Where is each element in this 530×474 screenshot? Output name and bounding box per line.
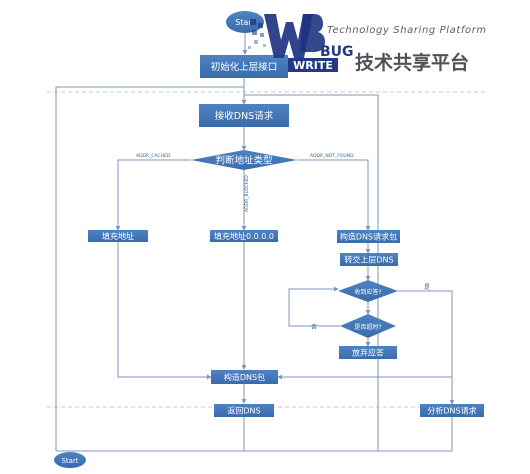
decision-judge-address: 判断地址类型	[191, 150, 297, 170]
edge-judge-cached	[115, 159, 191, 231]
node-return-dns: 返回DNS	[214, 404, 274, 417]
node-fill-address: 填充地址	[88, 230, 148, 242]
node-build-dns-request: 构造DNS请求包	[337, 230, 400, 243]
node-receive-dns-label: 接收DNS请求	[215, 110, 274, 122]
label-addr-cached: ADDR_CACHED	[136, 153, 171, 159]
label-addr-blocked: ADDR_BLOCKED	[244, 175, 250, 212]
start-node-bottom: Start	[54, 452, 86, 468]
label-timeout-no: 否	[311, 324, 317, 331]
node-build-dns-packet: 构造DNS包	[211, 370, 278, 384]
edge-labels: ADDR_CACHED ADDR_NOT_FOUND ADDR_BLOCKED …	[136, 153, 430, 331]
node-fill-zero-address-label: 填充地址0.0.0.0	[214, 231, 274, 241]
node-receive-dns: 接收DNS请求	[199, 104, 289, 127]
node-build-dns-request-label: 构造DNS请求包	[340, 232, 397, 242]
node-init-interface-label: 初始化上层接口	[211, 61, 278, 73]
node-build-dns-packet-label: 构造DNS包	[224, 372, 265, 382]
node-give-up-reply-label: 放弃应答	[352, 348, 384, 358]
decision-timed-out: 是否超时?	[340, 314, 396, 338]
decision-received-reply-label: 收到应答?	[354, 288, 381, 296]
node-init-interface: 初始化上层接口	[200, 55, 288, 78]
decision-timed-out-label: 是否超时?	[354, 323, 381, 331]
edge-timeout-no-loop	[288, 286, 340, 327]
node-fill-zero-address: 填充地址0.0.0.0	[210, 230, 278, 242]
node-give-up-reply: 放弃应答	[339, 346, 397, 359]
logo-write-text: WRITE	[293, 59, 333, 72]
edge-reply-yes	[277, 290, 453, 380]
node-return-dns-label: 返回DNS	[227, 407, 260, 416]
brand-chinese-name: 技术共享平台	[355, 51, 469, 74]
brand-tagline: Technology Sharing Platform	[327, 25, 487, 36]
logo-wb-mark	[264, 14, 325, 58]
node-forward-upper-dns: 转交上层DNS	[340, 253, 398, 266]
edge-judge-not-found	[297, 159, 371, 231]
edge-return-loop	[244, 94, 379, 451]
start-node-top-label: Start	[235, 18, 255, 27]
logo-write-plate	[288, 58, 338, 72]
label-addr-not-found: ADDR_NOT_FOUND	[310, 153, 354, 159]
node-fill-address-label: 填充地址	[102, 231, 134, 241]
brand-watermark: BUG WRITE Technology Sharing Platform 技术…	[248, 14, 487, 74]
label-reply-yes: 是	[424, 284, 430, 291]
logo-pixel-mosaic	[248, 19, 266, 49]
section-dividers	[47, 91, 488, 408]
node-analyze-dns-request: 分析DNS请求	[420, 404, 484, 417]
logo-bug-text: BUG	[320, 44, 354, 60]
start-node-top: Start	[226, 11, 264, 33]
edge-outer-loop	[55, 86, 244, 451]
decision-received-reply: 收到应答?	[338, 280, 398, 302]
edge-fill-to-build	[117, 242, 212, 380]
decision-judge-address-label: 判断地址类型	[215, 155, 273, 167]
start-node-bottom-label: Start	[61, 457, 78, 465]
node-forward-upper-dns-label: 转交上层DNS	[344, 255, 393, 265]
node-analyze-dns-request-label: 分析DNS请求	[427, 406, 476, 416]
